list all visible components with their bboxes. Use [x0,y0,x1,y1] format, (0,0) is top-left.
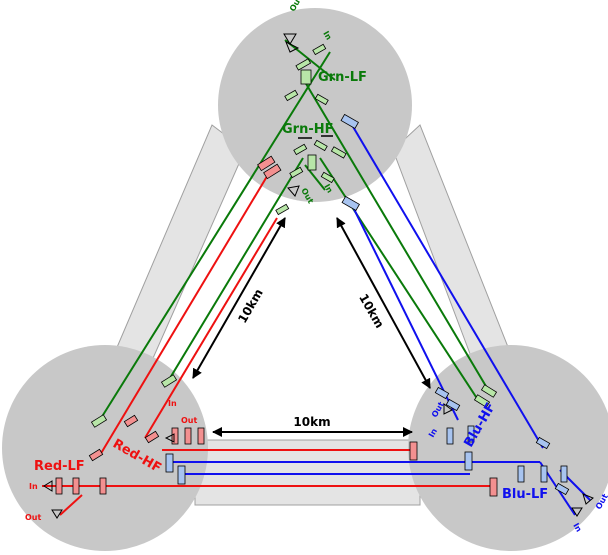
blue-beamsplitter [540,465,548,483]
station-top [218,8,412,202]
beam-tube-right [392,124,511,368]
green-lf-label: Grn-LF [318,70,367,85]
green-mirror [295,58,312,71]
blue-mirror [434,386,450,400]
green-mirror [284,89,299,102]
blue-mirror [467,425,475,443]
green-input-source-icon [283,33,297,45]
blue-lf-label: Blu-LF [502,487,548,502]
green-lf-arm-left [97,51,331,424]
distance-label-right: 10km [356,291,387,330]
distance-label-left: 10km [235,286,266,325]
green-end-mirror [90,414,108,428]
red-mirror [99,477,107,495]
green-mirror [312,43,327,56]
red-hf-detector-icon [164,433,175,443]
red-hf-out-label: Out [181,416,197,425]
green-beamsplitter [300,69,312,85]
red-out-label: Out [25,513,41,522]
blue-output-detector-icon [582,493,594,505]
red-mirror [144,430,160,444]
blue-mirror [560,465,568,483]
red-mirror [171,427,179,445]
red-mirror [123,414,139,428]
blue-mirror [554,482,570,496]
red-optics [55,155,498,497]
red-output-detector-icon [51,509,63,519]
green-mirror [289,166,304,179]
green-mirror [293,143,308,156]
green-mirror [275,203,290,216]
red-mirror [88,448,104,462]
green-hf-detector-icon [287,185,300,197]
distance-arrow-right [336,217,431,389]
blue-hf-detector-icon [443,403,453,415]
green-mirror [320,171,335,184]
red-end-mirror [489,477,498,497]
red-mirror [184,427,192,445]
green-hf-label: Grn-HF [282,122,334,137]
red-output-line [59,494,83,516]
green-input-line [284,39,336,81]
red-end-mirror [409,441,418,461]
red-end-mirror [257,155,276,172]
green-end-mirror [480,384,498,398]
distance-arrows [192,217,431,437]
blue-mirror [535,436,551,450]
blue-mirror [445,398,461,412]
red-hf-in-label: In [168,399,177,408]
blue-optics [165,113,570,496]
station-right [408,345,608,551]
photodetectors [43,33,594,519]
green-mirror [314,93,329,106]
green-beamsplitter [307,154,317,171]
blue-end-mirror [464,451,473,471]
red-input-source-icon [43,480,53,492]
blue-input-source-icon [571,507,583,517]
green-end-mirror [473,394,491,408]
green-mirror [330,146,347,159]
blue-end-mirror [341,195,360,212]
red-mirror [197,427,205,445]
red-end-mirror [263,163,282,180]
distance-arrow-left [192,217,286,379]
red-beamsplitter [72,477,80,495]
green-optics [90,43,498,428]
beam-tubes [114,124,511,506]
green-mirror [313,139,328,152]
blue-mirror [446,427,454,445]
distance-label-bottom: 10km [293,415,330,429]
green-end-mirror [160,374,178,388]
red-lf-label: Red-LF [34,459,85,474]
blue-end-mirror [165,453,174,473]
blue-end-mirror [340,113,359,130]
blue-mirror [517,465,525,483]
blue-end-mirror [177,465,186,485]
red-mirror [55,477,63,495]
red-lf-arm-up [99,167,273,456]
green-output-detector-icon [285,40,300,53]
red-in-label: In [29,482,38,491]
blue-lf-arm-up [351,124,544,449]
